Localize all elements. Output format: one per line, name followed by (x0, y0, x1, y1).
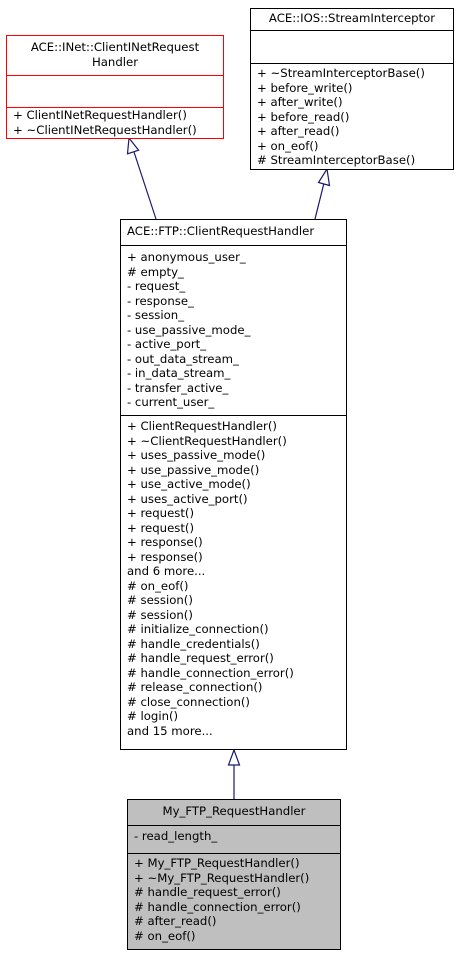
method-item: + ClientINetRequestHandler() (13, 108, 187, 122)
class-title-line: My_FTP_RequestHandler (162, 804, 306, 818)
method-item: # on_eof() (134, 928, 196, 943)
class-title-line: ACE::INet::ClientINetRequest (30, 40, 200, 54)
attribute-item: - transfer_active_ (127, 380, 229, 395)
method-item: # on_eof() (127, 578, 189, 593)
methods-section: + ClientINetRequestHandler() + ~ClientIN… (7, 107, 223, 137)
method-item: # release_connection() (127, 680, 263, 694)
class-title: ACE::FTP::ClientRequestHandler (121, 220, 346, 245)
methods-section: + ClientRequestHandler() + ~ClientReques… (121, 415, 346, 738)
method-item: + ~ClientINetRequestHandler() (13, 122, 197, 137)
attribute-item: - in_data_stream_ (127, 366, 231, 380)
method-item: # session() (127, 593, 193, 607)
attributes-section: - read_length_ (128, 825, 340, 853)
edge-arrow-inet (126, 136, 140, 155)
class-ftp-client-request-handler[interactable]: ACE::FTP::ClientRequestHandler + anonymo… (120, 219, 347, 750)
method-item: # session() (127, 607, 193, 622)
method-item: + ~ClientRequestHandler() (127, 433, 287, 448)
method-item: + uses_active_port() (127, 491, 248, 506)
method-item: # handle_connection_error() (134, 899, 301, 914)
class-title-line: ACE::FTP::ClientRequestHandler (127, 224, 315, 238)
method-item: + request() (127, 520, 195, 535)
method-item: + uses_passive_mode() (127, 448, 266, 462)
method-item: # after_read() (134, 914, 217, 928)
method-item: and 15 more... (127, 723, 213, 738)
method-item: + before_read() (257, 109, 350, 124)
edge-arrow-interceptor (317, 167, 331, 187)
class-title: ACE::IOS::StreamInterceptor (251, 9, 453, 30)
method-item: + request() (127, 506, 195, 520)
class-my-ftp-request-handler[interactable]: My_FTP_RequestHandler - read_length_ + M… (127, 799, 341, 950)
method-item: + before_write() (257, 80, 353, 95)
method-item: + use_passive_mode() (127, 462, 260, 477)
method-item: + ClientRequestHandler() (127, 419, 277, 433)
method-item: and 6 more... (127, 564, 206, 578)
attributes-section (7, 75, 223, 107)
edge-arrow-ftp (227, 748, 241, 766)
method-item: + ~My_FTP_RequestHandler() (134, 870, 310, 885)
edge-ftp-to-inet (133, 151, 157, 220)
method-item: + ~StreamInterceptorBase() (257, 66, 425, 80)
class-client-inet-request-handler[interactable]: ACE::INet::ClientINetRequest Handler + C… (6, 35, 224, 139)
method-item: + response() (127, 549, 203, 564)
methods-section: + ~StreamInterceptorBase() + before_writ… (251, 63, 453, 168)
method-item: # handle_request_error() (127, 651, 274, 665)
attribute-item: # empty_ (127, 264, 184, 279)
method-item: + after_write() (257, 95, 343, 109)
attribute-item: - session_ (127, 308, 185, 322)
method-item: # handle_credentials() (127, 636, 260, 651)
attribute-item: + anonymous_user_ (127, 250, 246, 264)
method-item: + My_FTP_RequestHandler() (134, 856, 300, 870)
method-item: + after_read() (257, 124, 340, 138)
method-item: # handle_connection_error() (127, 665, 294, 680)
attribute-item: - response_ (127, 293, 194, 308)
method-item: # initialize_connection() (127, 622, 269, 636)
attribute-item: - active_port_ (127, 337, 207, 351)
method-item: # close_connection() (127, 694, 250, 709)
class-title-line: Handler (91, 54, 139, 69)
attribute-item: - read_length_ (134, 829, 218, 843)
method-item: # StreamInterceptorBase() (257, 153, 416, 167)
attribute-item: - out_data_stream_ (127, 351, 239, 366)
attribute-item: - current_user_ (127, 395, 215, 409)
method-item: + response() (127, 535, 203, 549)
class-title: My_FTP_RequestHandler (128, 800, 340, 825)
method-item: + on_eof() (257, 138, 319, 153)
attribute-item: - request_ (127, 279, 186, 293)
attribute-item: - use_passive_mode_ (127, 322, 251, 337)
method-item: + use_active_mode() (127, 477, 251, 491)
edge-ftp-to-interceptor (314, 182, 325, 220)
class-title-line: ACE::IOS::StreamInterceptor (268, 11, 436, 25)
class-stream-interceptor[interactable]: ACE::IOS::StreamInterceptor + ~StreamInt… (250, 8, 454, 170)
method-item: # login() (127, 709, 179, 723)
method-item: # handle_request_error() (134, 885, 281, 899)
attributes-section (251, 30, 453, 63)
class-title: ACE::INet::ClientINetRequest Handler (7, 36, 223, 75)
methods-section: + My_FTP_RequestHandler() + ~My_FTP_Requ… (128, 853, 340, 943)
attributes-section: + anonymous_user_ # empty_ - request_ - … (121, 245, 346, 415)
